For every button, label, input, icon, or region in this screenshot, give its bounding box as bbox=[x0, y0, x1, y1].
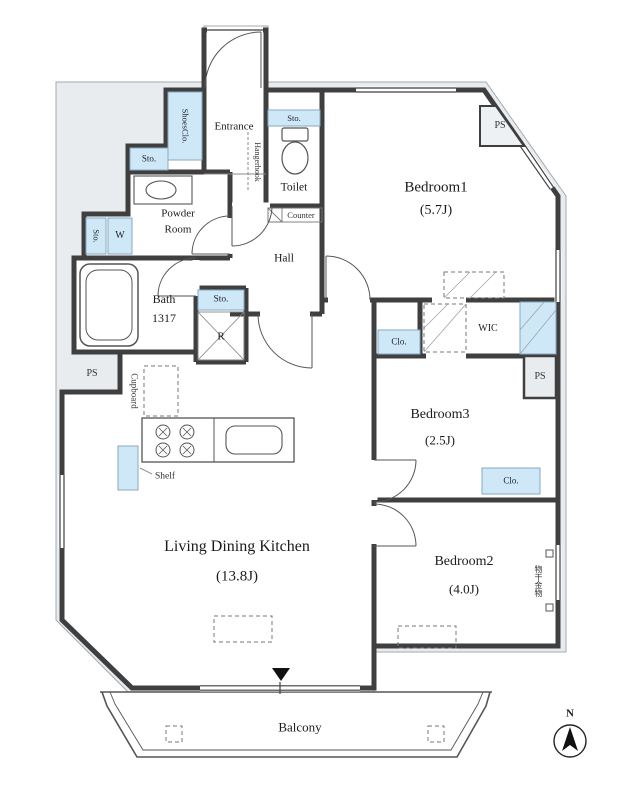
counter-strip bbox=[267, 207, 323, 223]
size-label-bedroom1: (5.7J) bbox=[419, 203, 453, 218]
size-label-bath: 1317 bbox=[152, 311, 176, 325]
room-label-ldk: Living Dining Kitchen bbox=[164, 538, 310, 555]
fixture-label-shelf: Shelf bbox=[154, 471, 176, 482]
room-label-bedroom3: Bedroom3 bbox=[410, 407, 470, 422]
shelf-area bbox=[117, 445, 139, 491]
fixture-label-sto-hall: Sto. bbox=[213, 294, 229, 305]
fixture-label-hangerhook: Hangerhook bbox=[253, 142, 262, 182]
fixture-label-sto-left: Sto. bbox=[91, 229, 102, 243]
hatch-lines bbox=[423, 271, 557, 355]
bedroom1-door-arc bbox=[325, 255, 371, 301]
fixture-label-sto-powder-top: Sto. bbox=[141, 153, 157, 164]
burner-icon bbox=[155, 424, 171, 440]
fixture-label-cupboard: Cupboard bbox=[129, 373, 140, 409]
entrance-door-arc bbox=[204, 31, 262, 89]
room-label-bedroom1: Bedroom1 bbox=[404, 179, 468, 196]
storage-area-toilet bbox=[267, 109, 321, 127]
fixture-label-laundry-hardware: 物干金物 bbox=[534, 565, 543, 597]
doors bbox=[157, 31, 417, 547]
ps-enclosures bbox=[479, 105, 558, 400]
wall-openings bbox=[58, 26, 562, 692]
ps-label-bottom-left: PS bbox=[86, 368, 98, 379]
room-label-toilet: Toilet bbox=[280, 181, 308, 194]
wic-area bbox=[519, 301, 557, 355]
north-needle-icon bbox=[562, 727, 578, 751]
storage-area-hall bbox=[197, 289, 245, 311]
hall-door-arc bbox=[257, 313, 313, 369]
laundry-hardware-marks bbox=[545, 549, 554, 612]
windows bbox=[59, 29, 561, 694]
closet-area-bedroom2 bbox=[481, 467, 541, 495]
room-label-hall: Hall bbox=[274, 252, 294, 265]
size-label-bedroom2: (4.0J) bbox=[449, 581, 479, 597]
ps-label-mid-right: PS bbox=[534, 371, 546, 382]
fixture-label-clo-bedroom2: Clo. bbox=[503, 475, 519, 486]
size-label-ldk: (13.8J) bbox=[215, 568, 259, 585]
bedroom2-door-arc bbox=[373, 503, 417, 547]
compass-n-label: N bbox=[566, 707, 574, 720]
fixture-label-sto-toilet: Sto. bbox=[287, 112, 301, 123]
fixture-label-counter: Counter bbox=[287, 209, 315, 220]
storage-area-powder-top bbox=[129, 147, 169, 171]
toilet-icon bbox=[281, 127, 309, 175]
fixture-label-refrigerator: R bbox=[217, 330, 225, 343]
room-label-powder-1: Powder bbox=[161, 207, 195, 220]
room-label-wic: WIC bbox=[478, 323, 498, 334]
ps-label-top-right: PS bbox=[494, 120, 506, 131]
fixture-label-washer: W bbox=[115, 230, 125, 241]
shelf-leader bbox=[139, 467, 153, 475]
room-label-balcony: Balcony bbox=[278, 719, 322, 735]
dashed-features bbox=[143, 271, 505, 743]
burner-icon bbox=[155, 442, 171, 458]
powder-door-arc bbox=[191, 215, 231, 255]
room-label-powder-2: Room bbox=[164, 223, 192, 236]
fixture-label-shoes-closet: ShoesClo. bbox=[180, 108, 191, 144]
washer-area bbox=[107, 217, 133, 255]
toilet-door-arc bbox=[231, 205, 273, 247]
storage-area-left bbox=[85, 217, 107, 255]
fixture-label-clo-bedroom3: Clo. bbox=[391, 336, 407, 347]
balcony-railing bbox=[100, 691, 492, 758]
burner-icon bbox=[179, 442, 195, 458]
room-label-bedroom2: Bedroom2 bbox=[434, 554, 494, 569]
shoes-closet-area bbox=[167, 91, 203, 161]
burner-icon bbox=[179, 424, 195, 440]
size-label-bedroom3: (2.5J) bbox=[425, 432, 455, 448]
sink-icon bbox=[225, 425, 283, 455]
balcony-door-marker bbox=[272, 668, 290, 681]
storage-areas bbox=[85, 91, 557, 495]
vanity-icon bbox=[133, 175, 193, 205]
refrigerator-space bbox=[197, 311, 245, 361]
room-label-entrance: Entrance bbox=[214, 120, 254, 133]
kitchen-counter-icon bbox=[141, 417, 295, 463]
bath-door-arc bbox=[157, 257, 197, 297]
compass bbox=[553, 724, 587, 758]
bathtub-icon bbox=[79, 263, 139, 347]
room-label-bath: Bath bbox=[152, 292, 176, 306]
bedroom3-door-arc bbox=[373, 459, 417, 503]
closet-area-bedroom3 bbox=[377, 329, 421, 355]
